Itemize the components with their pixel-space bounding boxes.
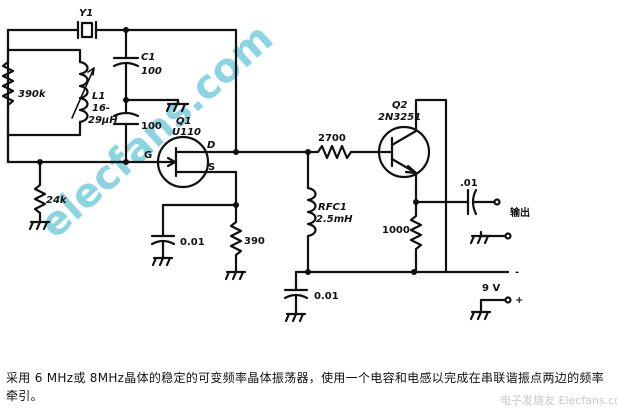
crystal-y1 (6, 20, 238, 40)
watermark-footer: 电子发烧友 Elecfans.com (500, 393, 617, 407)
output-terminal (493, 198, 501, 206)
q1-type: U110 (172, 127, 201, 138)
q1-g-pin: G (144, 150, 152, 161)
inductor-l1 (71, 60, 95, 124)
caption: 采用 6 MHz或 8MHz晶体的稳定的可变频率晶体振荡器，使用一个电容和电感以… (6, 371, 604, 403)
rfc1-label: RFC1 (318, 202, 347, 213)
output-label: 输出 (510, 206, 530, 219)
c-out-label: .01 (460, 178, 478, 189)
junction-c1-top (123, 27, 129, 33)
r-390k-label: 390k (18, 89, 47, 100)
inductor-rfc1 (306, 150, 317, 274)
resistor-1000 (409, 200, 423, 274)
resistor-24k (28, 160, 51, 231)
plus-sign: + (515, 295, 523, 306)
resistor-2700 (306, 144, 382, 160)
r-390-label: 390 (244, 236, 265, 247)
source-box (161, 203, 238, 238)
supply-plus-terminal (504, 296, 512, 304)
r-24k-label: 24k (46, 195, 68, 206)
junction-drain (233, 149, 239, 155)
q2-label: Q2 (392, 100, 408, 111)
c-lower-value: 100 (141, 121, 162, 132)
jfet-q1 (153, 135, 238, 189)
output-ground-terminal (504, 232, 512, 240)
tank-box (6, 48, 82, 137)
l1-label: L1 (92, 91, 105, 102)
supply-ground (469, 298, 492, 321)
junction-c1-mid (123, 97, 129, 103)
c1-label: C1 (141, 52, 155, 63)
supply-label: 9 V (482, 283, 500, 294)
y1-label: Y1 (79, 8, 93, 19)
gate-wire (6, 133, 157, 164)
rfc1-value: 2.5mH (316, 214, 353, 225)
bjt-q2 (377, 98, 448, 274)
r-2700-label: 2700 (318, 133, 346, 144)
c-001-source-label: 0.01 (180, 237, 205, 248)
capacitor-001-supply (283, 270, 309, 323)
junction-supply (305, 269, 311, 275)
q1-d-pin: D (207, 140, 215, 151)
output-ground (469, 234, 492, 245)
capacitor-output (466, 188, 496, 216)
c-001-supply-label: 0.01 (314, 291, 339, 302)
c1-value: 100 (141, 66, 162, 77)
q1-label: Q1 (176, 116, 191, 127)
q2-type: 2N3251 (378, 112, 421, 123)
resistor-390 (224, 203, 247, 281)
r-1000-label: 1000 (382, 225, 410, 236)
l1-value-a: 16- (92, 103, 110, 114)
resistor-390k (1, 48, 15, 137)
minus-sign: - (515, 267, 519, 278)
l1-value-b: 29μH (88, 115, 118, 126)
capacitor-001-source (150, 234, 176, 267)
q1-s-pin: S (208, 162, 215, 173)
